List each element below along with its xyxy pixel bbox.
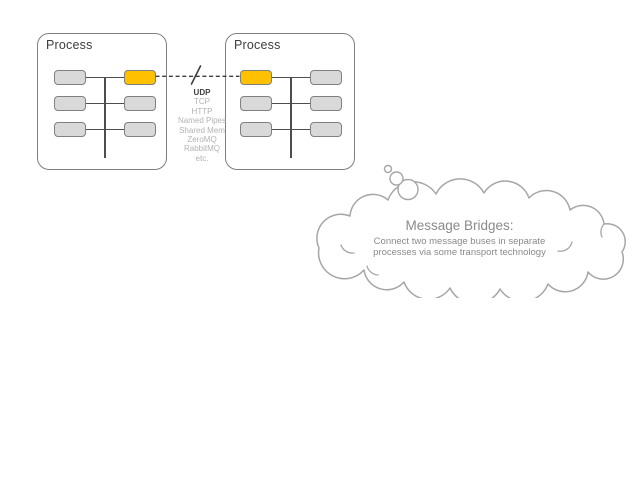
bus-node — [310, 122, 342, 137]
bus-node — [54, 70, 86, 85]
process-label: Process — [234, 38, 281, 52]
transport-item-udp: UDP — [193, 88, 211, 97]
cloud-notch — [340, 244, 355, 254]
transport-list: UDP TCP HTTP Named Pipes Shared Mem Zero… — [168, 88, 236, 163]
bus-line-vertical — [290, 77, 292, 158]
transport-item-http: HTTP — [191, 106, 213, 116]
cloud-notch — [557, 241, 573, 252]
thought-trail-bubble-small — [383, 164, 393, 174]
transport-item-named-pipes: Named Pipes — [177, 116, 227, 126]
callout-text-block: Message Bridges: Connect two message bus… — [352, 218, 567, 258]
process-label: Process — [46, 38, 93, 52]
transport-item-zeromq: ZeroMQ — [187, 135, 217, 145]
thought-bubble — [316, 164, 626, 298]
bus-node — [310, 96, 342, 111]
bus-node — [124, 122, 156, 137]
bus-connector — [86, 76, 124, 79]
thought-trail-bubble-large — [397, 178, 419, 201]
transport-item-tcp: TCP — [194, 97, 210, 107]
bus-connector — [272, 76, 310, 79]
bus-node — [310, 70, 342, 85]
process-box-left: Process — [37, 33, 167, 170]
bus-connector — [86, 128, 124, 131]
bus-node-highlighted — [124, 70, 156, 85]
cloud-notch — [600, 223, 605, 238]
cloud-notch — [366, 265, 379, 276]
transport-item-etc: etc. — [195, 153, 209, 163]
thought-trail-bubble-medium — [389, 171, 404, 186]
transport-item-rabbitmq: RabbitMQ — [183, 144, 220, 154]
callout-title: Message Bridges: — [405, 218, 514, 233]
transport-item-shared-mem: Shared Mem — [179, 125, 225, 135]
bus-connector — [272, 128, 310, 131]
bus-node — [124, 96, 156, 111]
connection-break-slash-icon — [190, 65, 202, 85]
bus-connector — [86, 102, 124, 105]
bus-node — [54, 96, 86, 111]
callout-body: Connect two message buses in separate pr… — [373, 236, 546, 258]
bus-node-highlighted — [240, 70, 272, 85]
bus-connector — [272, 102, 310, 105]
bus-node — [240, 122, 272, 137]
process-box-right: Process — [225, 33, 355, 170]
bus-node — [54, 122, 86, 137]
bus-line-vertical — [104, 77, 106, 158]
bus-node — [240, 96, 272, 111]
